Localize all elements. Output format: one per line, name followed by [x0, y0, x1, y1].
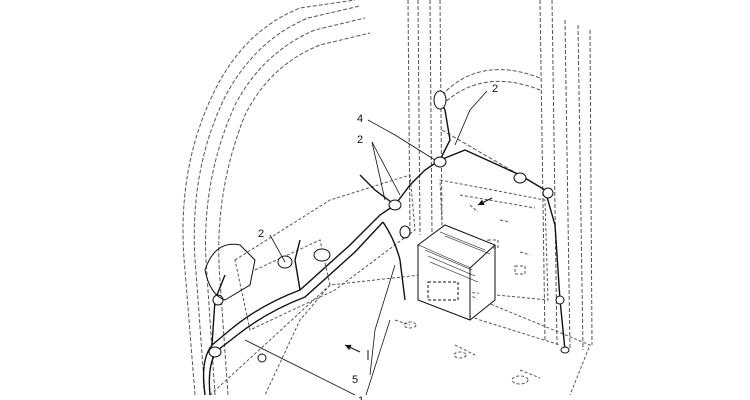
- cab-door-frame: [182, 0, 371, 396]
- callout-2-left: 2: [258, 228, 264, 240]
- seat-bracket: [204, 243, 256, 301]
- control-unit-box: [417, 224, 496, 321]
- callout-2-center: 2: [357, 134, 363, 146]
- direction-arrow-icon: [344, 197, 493, 360]
- callout-5: 5: [352, 374, 358, 386]
- cab-floor: [209, 274, 591, 396]
- leader-lines: [244, 90, 488, 396]
- callout-2-top-right: 2: [492, 83, 498, 95]
- callout-1: 1: [358, 395, 364, 400]
- callout-4: 4: [357, 113, 363, 125]
- console-panel: [234, 174, 416, 331]
- rear-pillars: [407, 0, 593, 351]
- connectors: [208, 90, 570, 363]
